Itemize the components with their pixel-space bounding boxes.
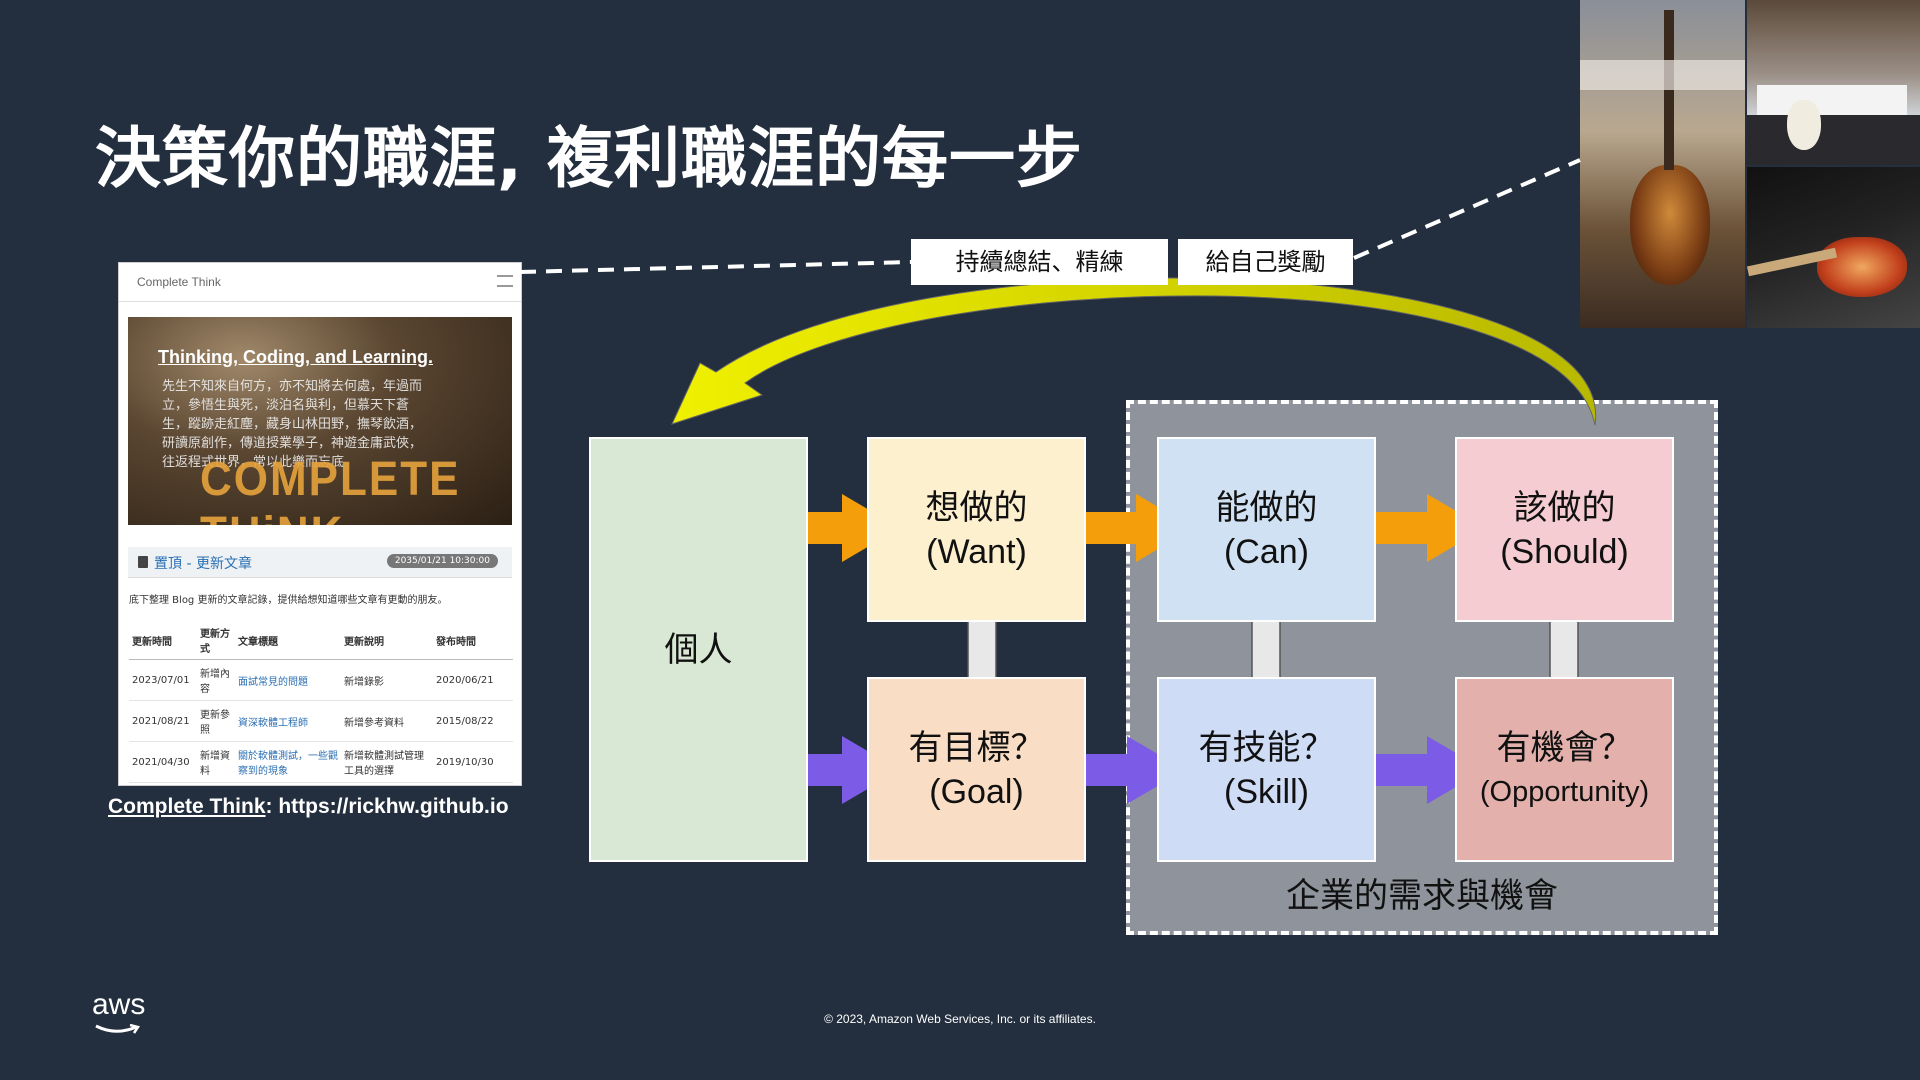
table-cell: 2015/08/22 xyxy=(433,701,513,742)
opportunity-box: 有機會？ (Opportunity) xyxy=(1455,677,1674,862)
guitar-photo xyxy=(1580,0,1745,328)
table-cell: 新增參考資料 xyxy=(341,701,433,742)
hamburger-menu-icon[interactable] xyxy=(497,275,513,287)
hero-logo: COMPLETE THiNK xyxy=(200,452,512,525)
want-box: 想做的 (Want) xyxy=(867,437,1086,622)
summarize-label: 持續總結、精練 xyxy=(911,239,1168,285)
update-table: 更新時間 更新方式 文章標題 更新說明 發布時間 2023/07/01 新增內容… xyxy=(129,621,513,783)
table-cell: 新增資料 xyxy=(197,742,235,783)
goal-label-en: (Goal) xyxy=(929,770,1023,814)
table-row: 2021/08/21 更新參照 資深軟體工程師 新增參考資料 2015/08/2… xyxy=(129,701,513,742)
can-label-en: (Can) xyxy=(1224,530,1309,574)
blog-caption-link[interactable]: Complete Think xyxy=(108,795,266,818)
blog-caption: Complete Think: https://rickhw.github.io xyxy=(108,795,509,819)
blog-caption-url: : https://rickhw.github.io xyxy=(266,795,509,818)
skill-box: 有技能？ (Skill) xyxy=(1157,677,1376,862)
table-cell: 2023/07/01 xyxy=(129,660,197,701)
individual-label: 個人 xyxy=(665,628,733,672)
blog-header: Complete Think xyxy=(119,263,521,302)
slide-title: 決策你的職涯, 複利職涯的每一步 xyxy=(95,105,1083,201)
blog-screenshot: Complete Think 先生不知來自何方，亦不知將去何處，年過而立，參悟生… xyxy=(118,262,522,786)
blog-description: 底下整理 Blog 更新的文章記錄，提供給想知道哪些文章有更動的朋友。 xyxy=(129,591,447,606)
article-link[interactable]: 資深軟體工程師 xyxy=(235,701,341,742)
table-cell: 2021/08/21 xyxy=(129,701,197,742)
should-label-en: (Should) xyxy=(1500,530,1629,574)
can-box: 能做的 (Can) xyxy=(1157,437,1376,622)
should-label-zh: 該做的 xyxy=(1514,486,1616,530)
table-cell: 新增錄影 xyxy=(341,660,433,701)
table-header: 更新方式 xyxy=(197,621,235,660)
opportunity-label-en: (Opportunity) xyxy=(1480,770,1649,814)
table-cell: 2021/04/30 xyxy=(129,742,197,783)
guitar-case-photo xyxy=(1747,167,1920,328)
table-header: 更新時間 xyxy=(129,621,197,660)
table-cell: 新增內容 xyxy=(197,660,235,701)
goal-label-zh: 有目標？ xyxy=(909,726,1045,770)
opportunity-label-zh: 有機會？ xyxy=(1497,726,1633,770)
table-row: 2023/07/01 新增內容 面試常見的問題 新增錄影 2020/06/21 xyxy=(129,660,513,701)
table-header-row: 更新時間 更新方式 文章標題 更新說明 發布時間 xyxy=(129,621,513,660)
should-box: 該做的 (Should) xyxy=(1455,437,1674,622)
table-header: 更新說明 xyxy=(341,621,433,660)
book-icon xyxy=(138,556,148,568)
want-label-zh: 想做的 xyxy=(926,486,1028,530)
table-cell: 2019/10/30 xyxy=(433,742,513,783)
section-date-badge: 2035/01/21 10:30:00 xyxy=(387,554,498,568)
blog-site-name: Complete Think xyxy=(137,275,221,289)
can-label-zh: 能做的 xyxy=(1216,486,1318,530)
table-row: 2021/04/30 新增資料 關於軟體測試，一些觀察到的現象 新增軟體測試管理… xyxy=(129,742,513,783)
reward-label: 給自己獎勵 xyxy=(1178,239,1353,285)
table-cell: 2020/06/21 xyxy=(433,660,513,701)
enterprise-label: 企業的需求與機會 xyxy=(1130,868,1714,917)
table-cell: 更新參照 xyxy=(197,701,235,742)
footer-copyright: © 2023, Amazon Web Services, Inc. or its… xyxy=(0,1012,1920,1026)
table-cell: 新增軟體測試管理工具的選擇 xyxy=(341,742,433,783)
blog-section-header: 置頂 - 更新文章 2035/01/21 10:30:00 xyxy=(128,547,512,578)
article-link[interactable]: 關於軟體測試，一些觀察到的現象 xyxy=(235,742,341,783)
dashed-connector-right xyxy=(1354,160,1580,258)
studio-photo xyxy=(1747,0,1920,165)
article-link[interactable]: 面試常見的問題 xyxy=(235,660,341,701)
blog-hero-image: 先生不知來自何方，亦不知將去何處，年過而立，參悟生與死，淡泊名與利，但慕天下蒼生… xyxy=(128,317,512,525)
skill-label-zh: 有技能？ xyxy=(1199,726,1335,770)
section-title[interactable]: 置頂 - 更新文章 xyxy=(154,553,252,573)
want-label-en: (Want) xyxy=(926,530,1027,574)
dashed-connector-left xyxy=(520,262,912,272)
hero-title: Thinking, Coding, and Learning. xyxy=(158,347,433,368)
individual-box: 個人 xyxy=(589,437,808,862)
goal-box: 有目標？ (Goal) xyxy=(867,677,1086,862)
table-header: 文章標題 xyxy=(235,621,341,660)
table-header: 發布時間 xyxy=(433,621,513,660)
skill-label-en: (Skill) xyxy=(1224,770,1309,814)
